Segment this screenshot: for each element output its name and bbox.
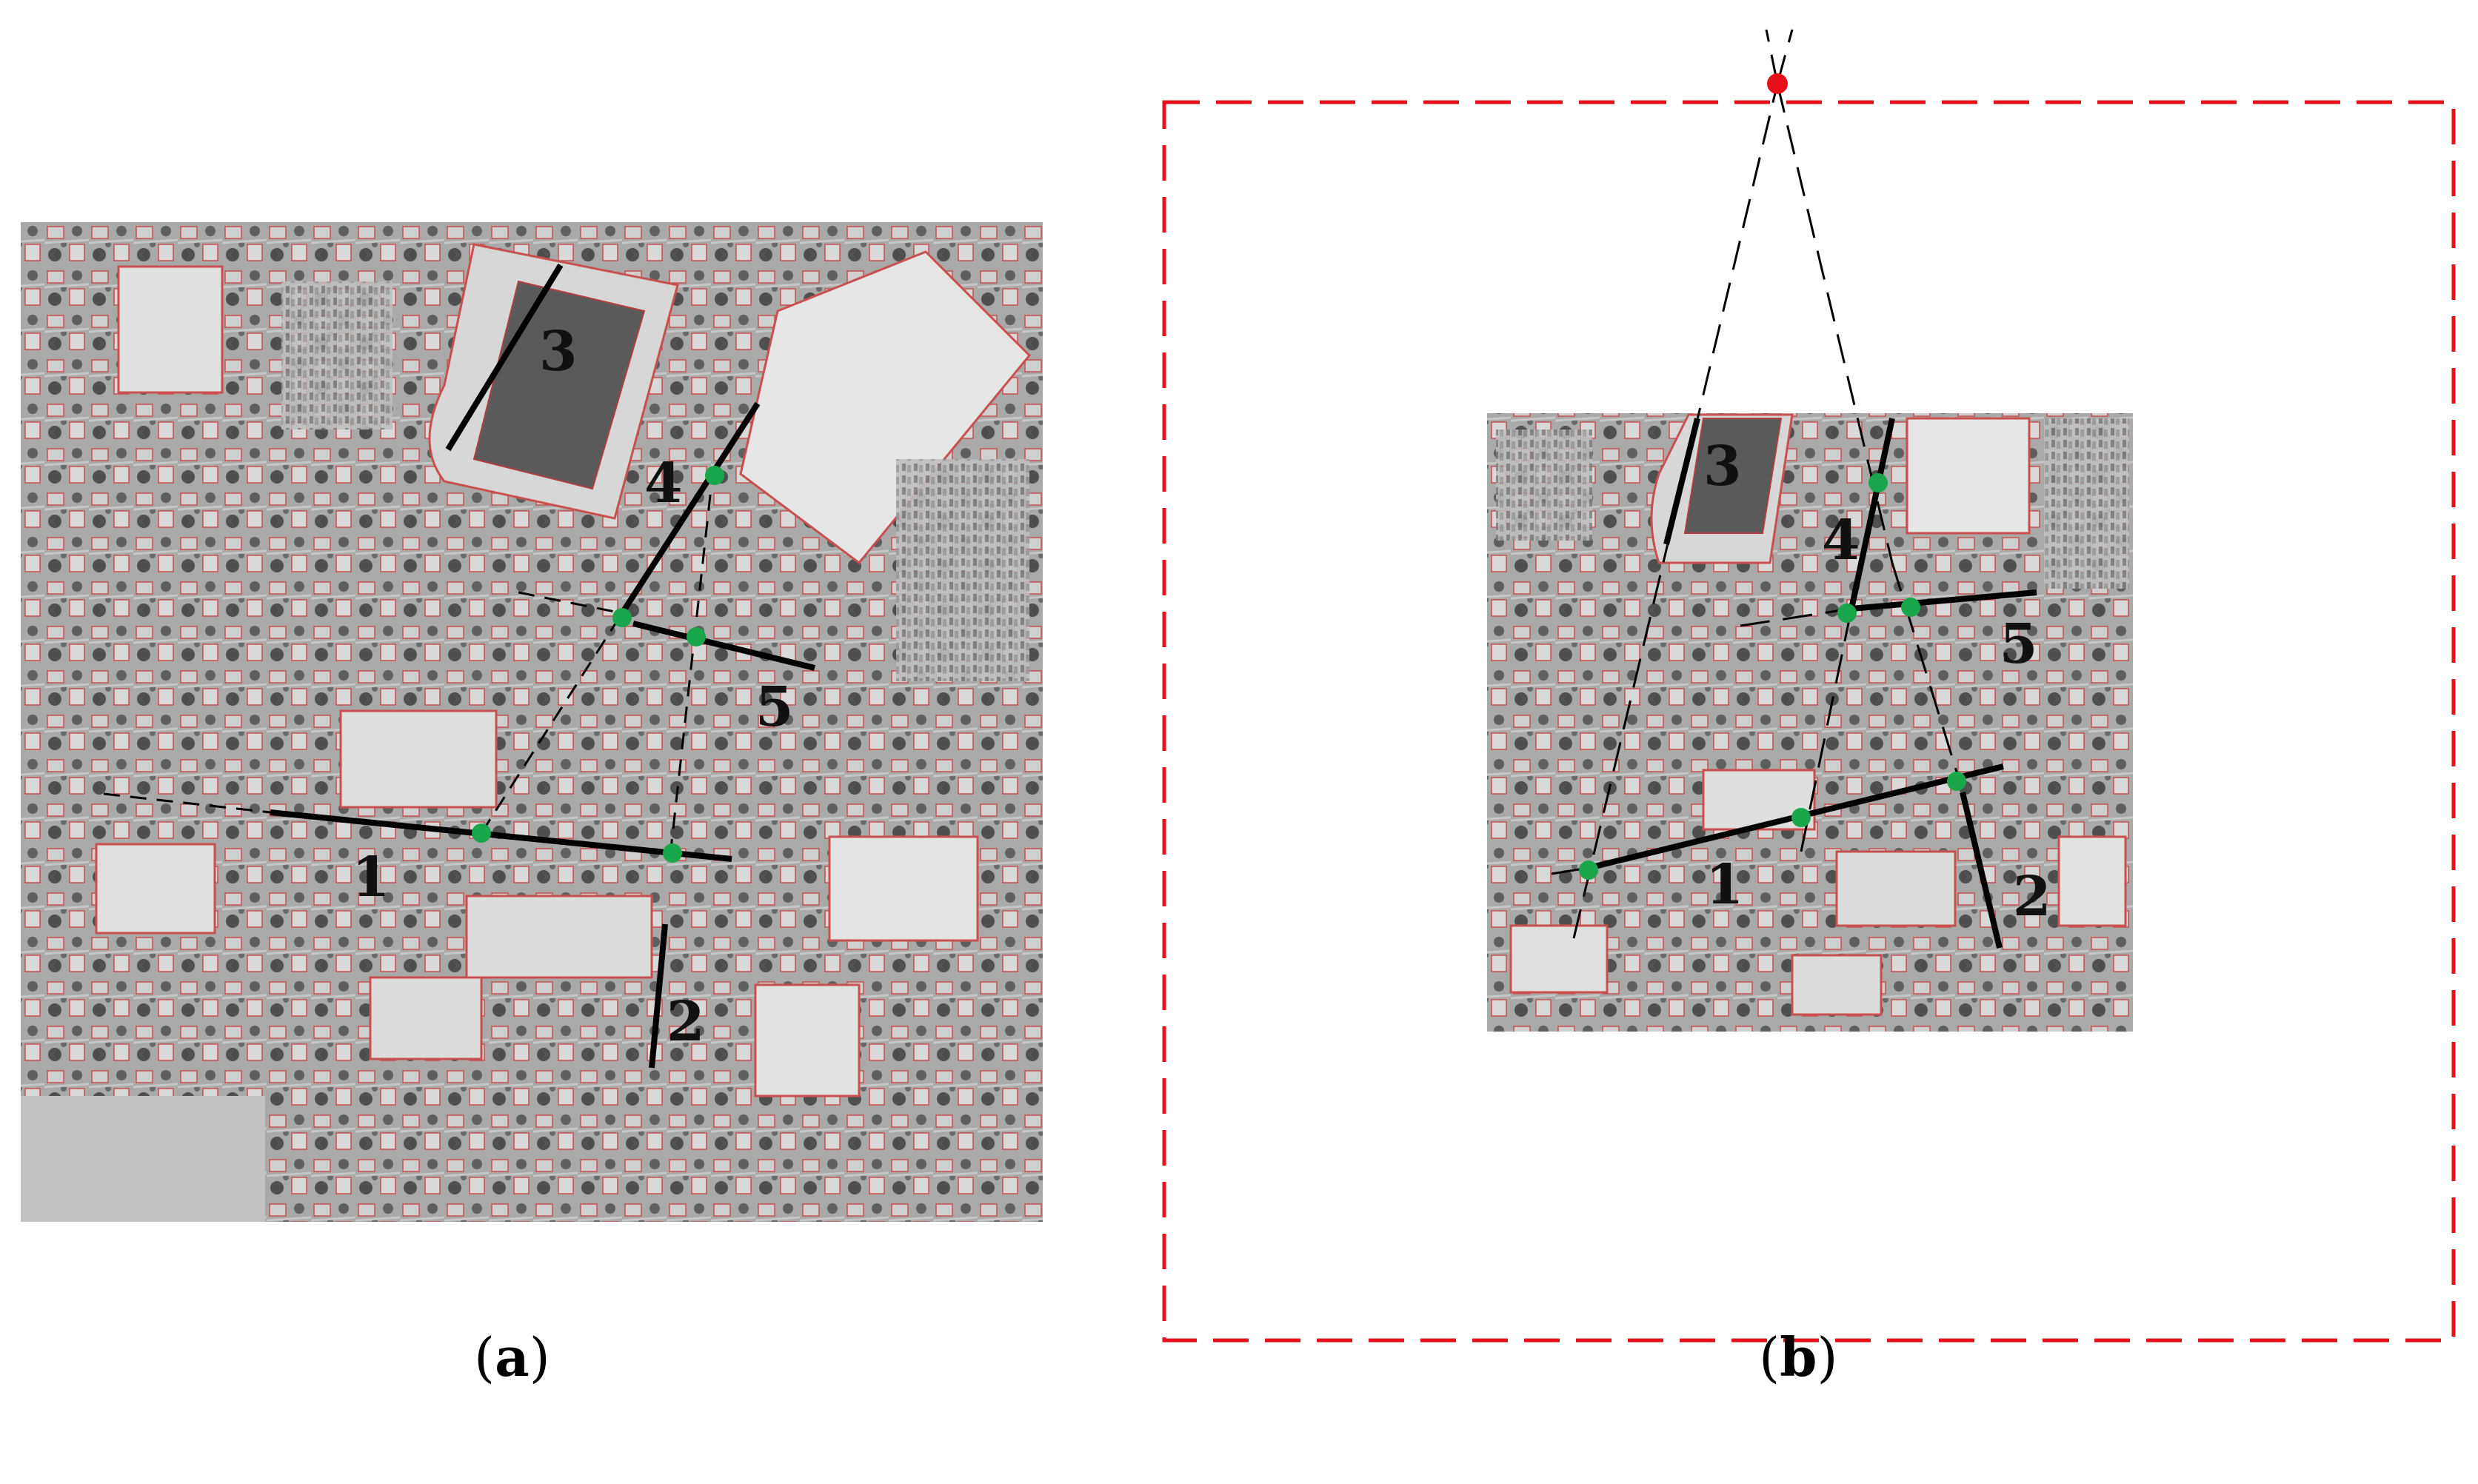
building-a7 xyxy=(369,976,483,1060)
line-label-4-b: 4 xyxy=(1822,509,1860,572)
panel-b: 1 2 3 4 5 xyxy=(1162,29,2456,1343)
intersection-icon xyxy=(1868,473,1888,492)
building-a6 xyxy=(95,843,216,935)
intersection-icon xyxy=(1837,604,1857,623)
line-label-1-a: 1 xyxy=(352,846,390,909)
intersection-icon xyxy=(663,843,682,863)
line-label-2-a: 2 xyxy=(667,990,705,1054)
panel-a: 1 2 3 4 5 xyxy=(21,222,1043,1222)
segment-4-a xyxy=(619,401,761,615)
building-a3 xyxy=(465,895,653,979)
segment-4-b xyxy=(1849,418,1895,609)
intersection-points-b xyxy=(1579,473,1966,880)
intersection-icon xyxy=(1791,808,1811,827)
segment-3-a xyxy=(445,263,564,452)
intersection-icon xyxy=(1901,598,1920,617)
parking-lot-a2 xyxy=(281,281,393,430)
boundary-frame-b xyxy=(1162,100,2456,1343)
segment-3-b xyxy=(1663,418,1700,545)
line-label-1-b: 1 xyxy=(1706,853,1744,917)
intersection-icon xyxy=(1579,860,1598,880)
intersection-icon xyxy=(1947,772,1966,791)
building-b5 xyxy=(1791,954,1883,1016)
vanishing-point-icon xyxy=(1767,73,1788,94)
line-label-3-a: 3 xyxy=(539,320,578,384)
building-a4 xyxy=(754,983,861,1097)
road-a xyxy=(21,1096,265,1222)
line-label-3-b: 3 xyxy=(1703,435,1742,498)
large-building-b xyxy=(1906,417,2031,535)
building-a5 xyxy=(828,835,979,942)
line-label-4-a: 4 xyxy=(644,452,683,515)
building-a2 xyxy=(339,709,498,809)
line-label-2-b: 2 xyxy=(2013,865,2051,929)
segment-1-a xyxy=(270,809,732,862)
building-b3 xyxy=(2057,835,2127,927)
line-label-5-a: 5 xyxy=(755,675,794,739)
building-b2 xyxy=(1835,850,1957,927)
parking-lot-b1 xyxy=(2044,418,2129,589)
intersection-icon xyxy=(612,608,632,627)
segment-2-a xyxy=(649,923,668,1069)
line-label-5-b: 5 xyxy=(2000,612,2038,676)
segment-5-b xyxy=(1851,589,2037,612)
parking-lot-a1 xyxy=(896,459,1029,681)
intersection-icon xyxy=(705,466,724,485)
caption-b: (b) xyxy=(1759,1326,1838,1388)
intersection-icon xyxy=(687,627,706,646)
building-b4 xyxy=(1509,924,1609,994)
caption-a: (a) xyxy=(474,1326,550,1388)
extension-lines-a xyxy=(103,475,714,856)
parking-lot-b2 xyxy=(1496,430,1592,541)
segment-5-a xyxy=(632,621,815,671)
building-a1 xyxy=(117,265,224,394)
line-segments-a xyxy=(270,263,815,1069)
segment-2-b xyxy=(1960,792,2003,949)
intersection-icon xyxy=(472,823,491,843)
stadium-field-b xyxy=(1683,418,1783,534)
intersection-points-a xyxy=(472,466,724,863)
